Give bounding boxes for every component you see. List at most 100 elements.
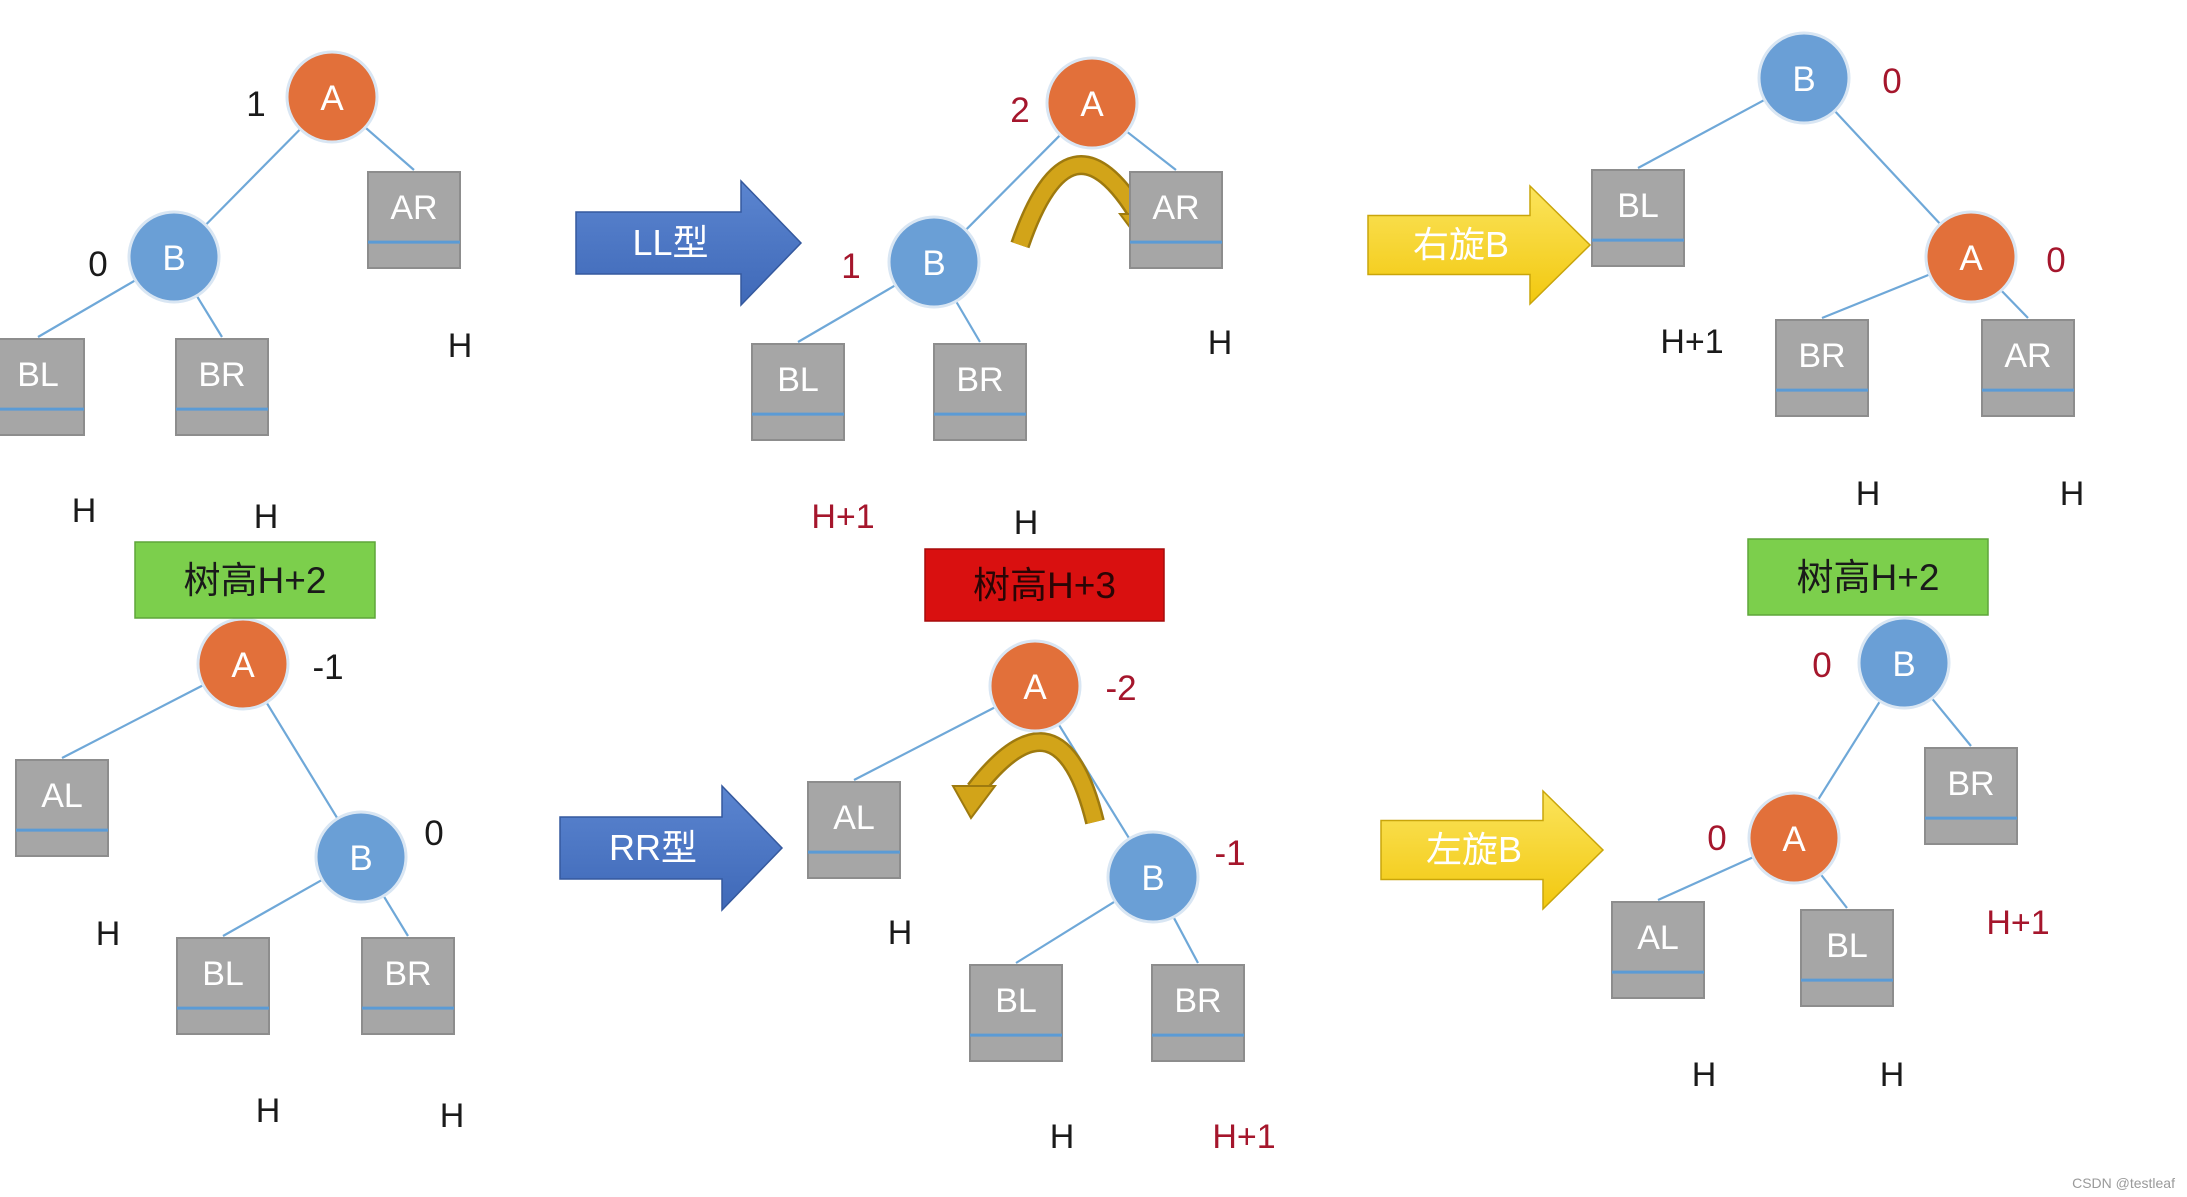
subtree-box	[1591, 169, 1685, 267]
subtree-label: BL	[1826, 927, 1868, 965]
tree-node-b	[887, 215, 981, 309]
subtree-height: H	[1856, 475, 1881, 513]
counterclockwise-rotation-icon	[951, 732, 1105, 825]
tree-node-a	[988, 639, 1082, 733]
subtree-height: H	[1014, 504, 1039, 542]
subtree-height: H+1	[1212, 1118, 1275, 1156]
subtree-label: BL	[995, 982, 1037, 1020]
type-arrow	[575, 179, 803, 307]
subtree-label: BL	[777, 361, 819, 399]
node-label: A	[1959, 239, 1983, 278]
tree-height-badge	[924, 548, 1165, 622]
tree-edge	[195, 295, 223, 338]
tree-edge	[797, 284, 897, 343]
subtree-box	[807, 781, 901, 879]
tree-node-b	[1106, 830, 1200, 924]
node-label: B	[1892, 645, 1915, 684]
subtree-label: AR	[1152, 189, 1199, 227]
subtree-label: AL	[1637, 919, 1679, 957]
node-label: A	[1782, 820, 1806, 859]
subtree-label: BR	[198, 356, 245, 394]
tree-edge	[2000, 289, 2029, 319]
subtree-box	[1800, 909, 1894, 1007]
tree-edge	[1657, 856, 1754, 902]
subtree-height: H	[256, 1092, 281, 1130]
tree-edge	[964, 134, 1062, 231]
tree-edge	[1817, 700, 1881, 801]
balance-factor: 1	[246, 85, 265, 124]
tree-height-badge	[134, 541, 376, 619]
tree-node-b	[1757, 31, 1851, 125]
subtree-box	[933, 343, 1027, 441]
subtree-height: H+1	[811, 498, 874, 536]
tree-edge	[1126, 130, 1177, 171]
tree-node-a	[1924, 210, 2018, 304]
subtree-label: AR	[390, 189, 437, 227]
tree-edge	[265, 701, 339, 820]
subtree-box	[1151, 964, 1245, 1062]
subtree-height: H	[72, 492, 97, 530]
subtree-box	[176, 937, 270, 1035]
rotation-arc	[1012, 157, 1147, 248]
tree-edge	[1931, 697, 1972, 747]
balance-factor: 0	[2046, 241, 2065, 280]
balance-factor: 0	[1707, 819, 1726, 858]
node-label: A	[231, 646, 255, 685]
subtree-box	[175, 338, 269, 436]
subtree-height: H	[1050, 1118, 1075, 1156]
rotation-arrowhead	[951, 785, 997, 820]
tree-edge	[204, 128, 302, 226]
subtree-label: AR	[2004, 337, 2051, 375]
subtree-box	[1775, 319, 1869, 417]
subtree-box	[361, 937, 455, 1035]
subtree-box	[1129, 171, 1223, 269]
balance-factor: 2	[1010, 91, 1029, 130]
tree-node-a	[1045, 56, 1139, 150]
balance-factor: 0	[88, 245, 107, 284]
rotation-step-arrow	[1380, 789, 1605, 911]
subtree-box	[1924, 747, 2018, 845]
subtree-box	[1611, 901, 1705, 999]
subtree-box	[367, 171, 461, 269]
arrow-label: 右旋B	[1413, 224, 1509, 265]
subtree-label: AL	[833, 799, 875, 837]
tree-edge	[37, 279, 137, 338]
tree-edge	[1637, 98, 1766, 169]
balance-factor: -1	[312, 648, 343, 687]
node-label: B	[349, 839, 372, 878]
tree-edge	[853, 706, 996, 781]
tree-edge	[1819, 873, 1848, 909]
node-label: B	[1141, 859, 1164, 898]
type-arrow	[559, 784, 784, 912]
subtree-box	[15, 759, 109, 857]
tree-height-text: 树高H+2	[1797, 557, 1940, 598]
tree-node-b	[1857, 616, 1951, 710]
tree-edge	[1821, 273, 1930, 320]
subtree-box	[969, 964, 1063, 1062]
balance-factor: 0	[1812, 646, 1831, 685]
subtree-label: BL	[202, 955, 244, 993]
subtree-height: H	[2060, 475, 2085, 513]
tree-height-badge	[1747, 538, 1989, 616]
tree-node-b	[127, 210, 221, 304]
tree-edge	[61, 684, 204, 759]
subtree-height: H	[448, 327, 473, 365]
node-label: A	[1023, 668, 1047, 707]
tree-node-a	[196, 617, 290, 711]
rotation-arc	[969, 734, 1103, 824]
tree-edge	[1833, 110, 1942, 225]
subtree-box	[1981, 319, 2075, 417]
subtree-label: BR	[1947, 765, 1994, 803]
node-label: A	[320, 79, 344, 118]
balance-factor: 0	[424, 814, 443, 853]
subtree-height: H	[1208, 324, 1233, 362]
subtree-height: H	[888, 914, 913, 952]
balance-factor: 1	[841, 247, 860, 286]
subtree-height: H	[254, 498, 279, 536]
tree-height-text: 树高H+3	[973, 565, 1116, 606]
subtree-label: BR	[384, 955, 431, 993]
tree-edge	[1172, 916, 1199, 964]
subtree-label: BR	[956, 361, 1003, 399]
tree-height-text: 树高H+2	[184, 560, 327, 601]
